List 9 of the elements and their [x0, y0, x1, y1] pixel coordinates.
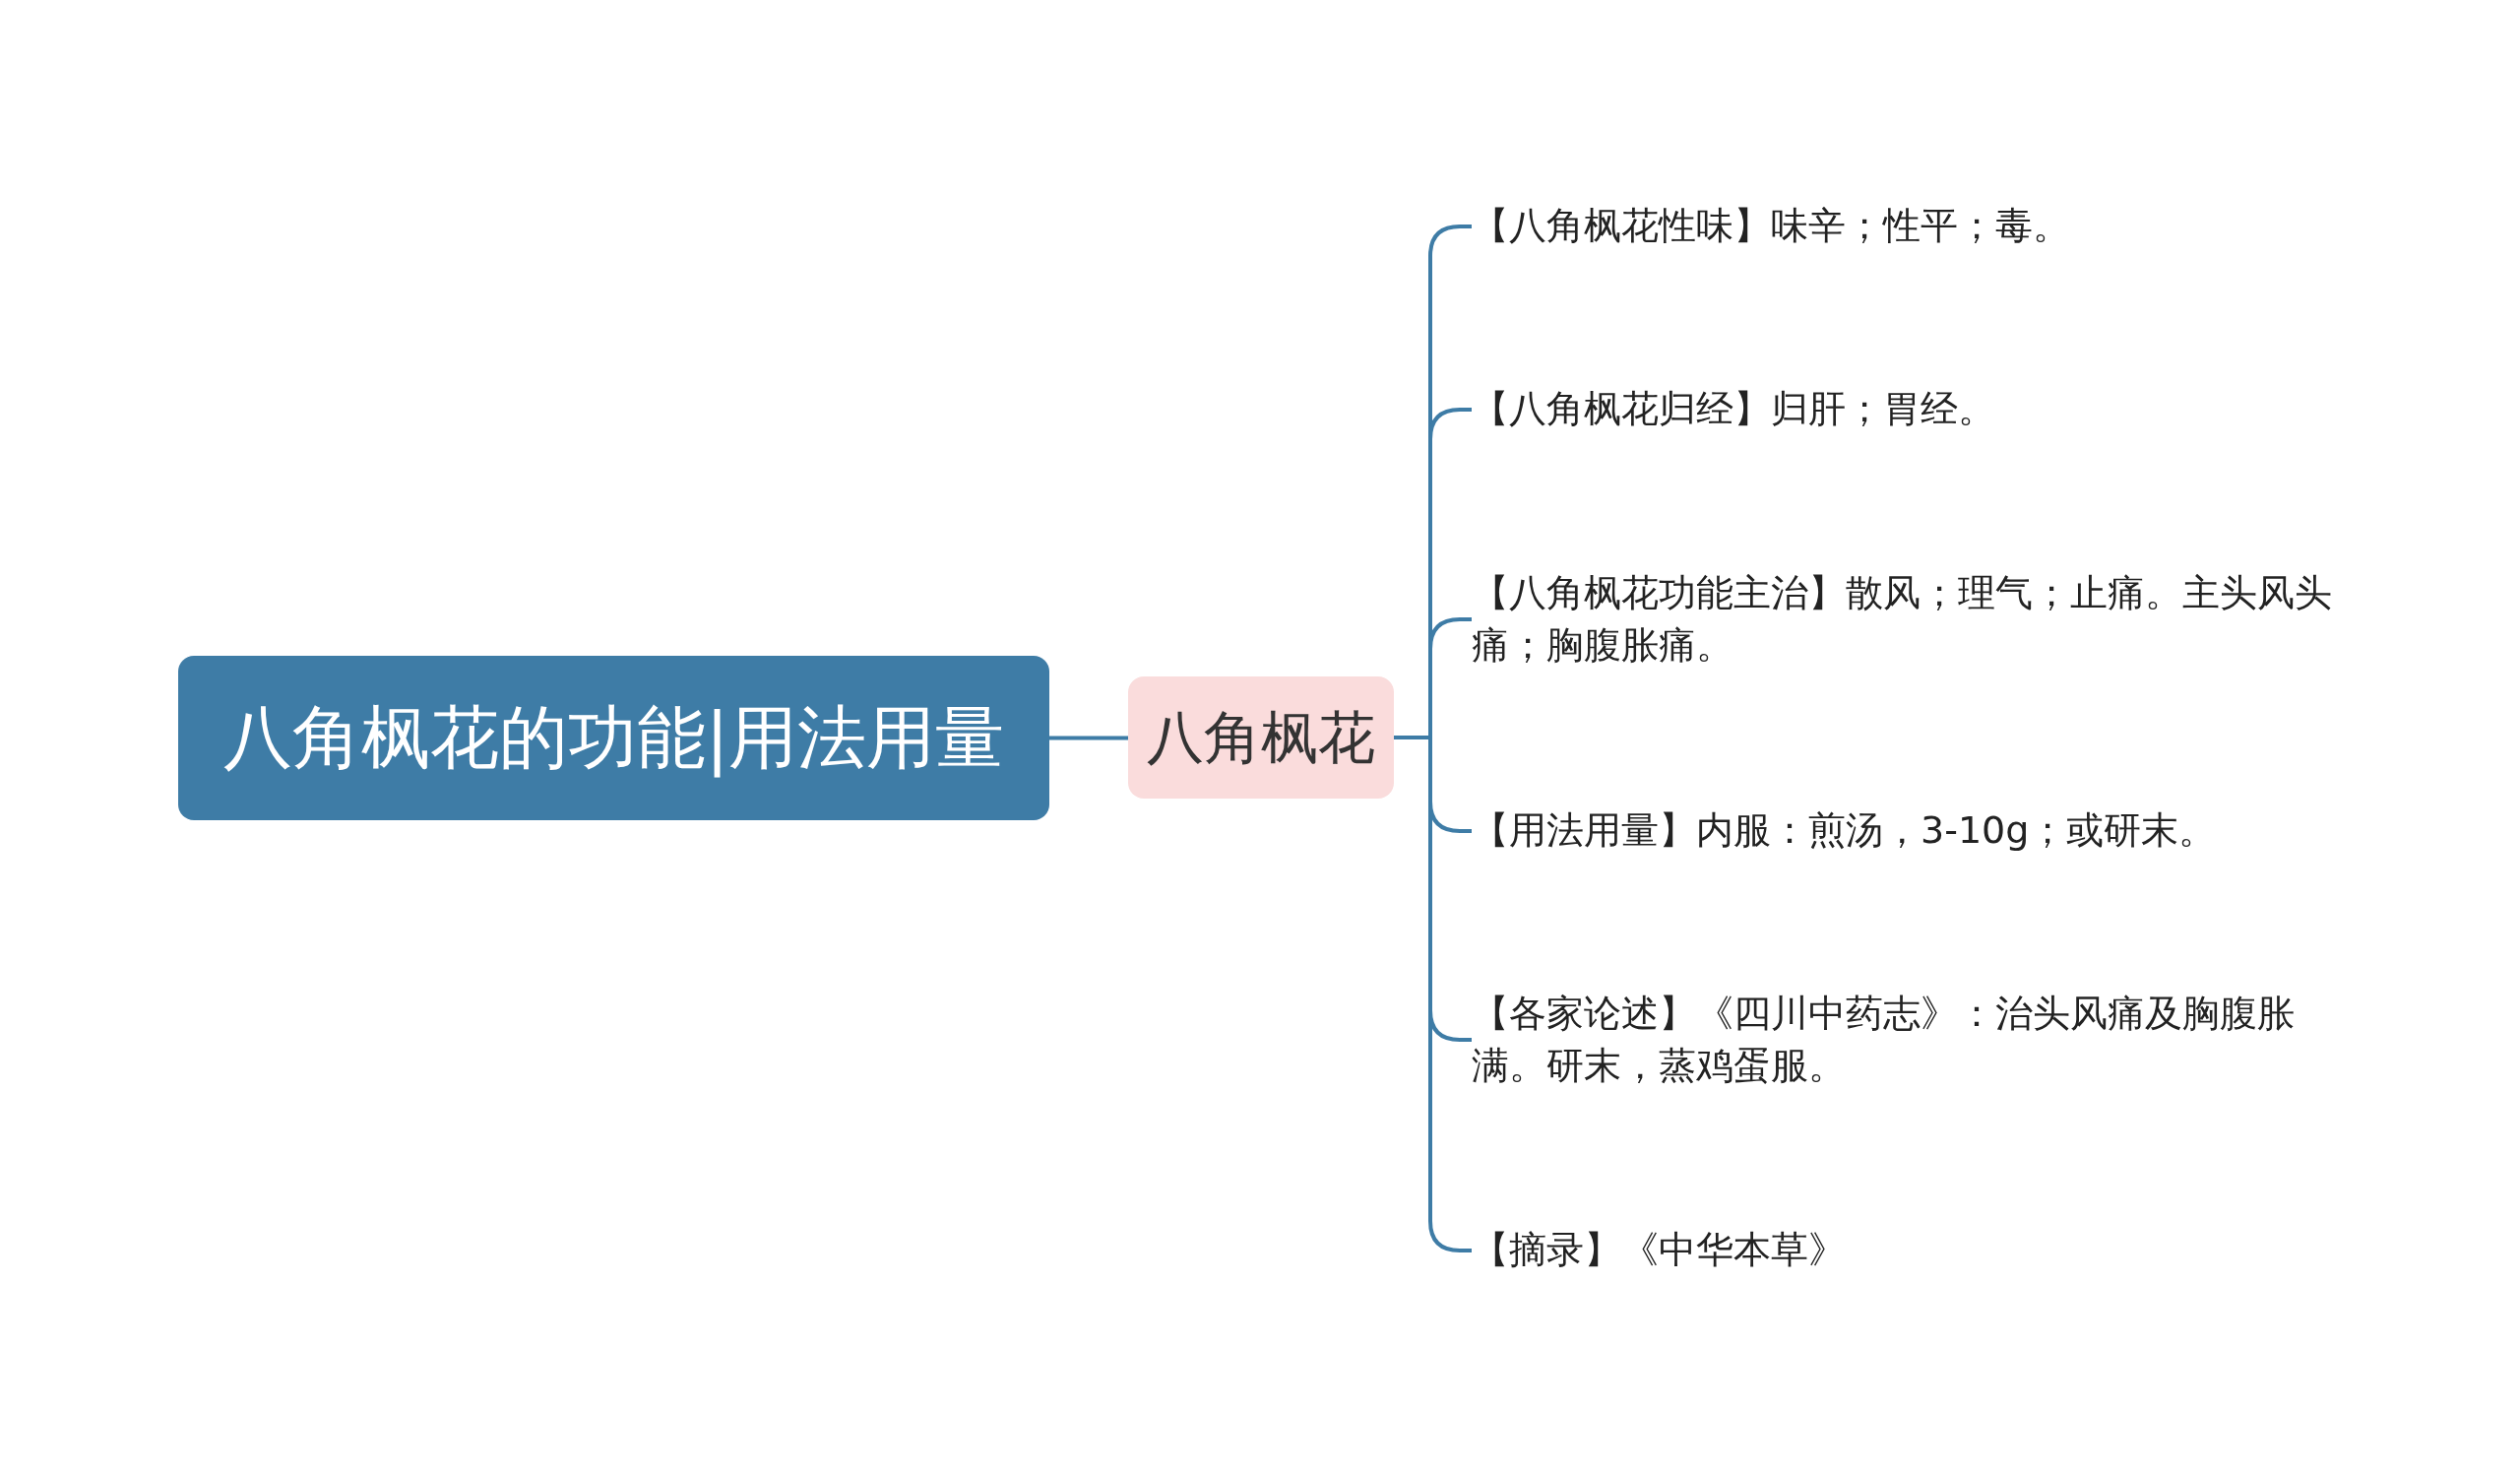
root-topic: 八角枫花的功能|用法用量 [178, 656, 1049, 820]
subtopic: 【用法用量】内服：煎汤，3-10g；或研末。 [1472, 787, 2358, 875]
subtopic: 【八角枫花性味】味辛；性平；毒。 [1472, 182, 2358, 271]
subtopic: 【八角枫花归经】归肝；胃经。 [1472, 365, 2358, 454]
connector-line [1049, 736, 1128, 740]
subtopic: 【各家论述】《四川中药志》：治头风痛及胸腹胀满。研末，蒸鸡蛋服。 [1472, 995, 2358, 1084]
main-topic: 八角枫花 [1128, 676, 1394, 799]
subtopic: 【八角枫花功能主治】散风；理气；止痛。主头风头痛；胸腹胀痛。 [1472, 575, 2358, 664]
subtopic: 【摘录】《中华本草》 [1472, 1206, 2358, 1295]
